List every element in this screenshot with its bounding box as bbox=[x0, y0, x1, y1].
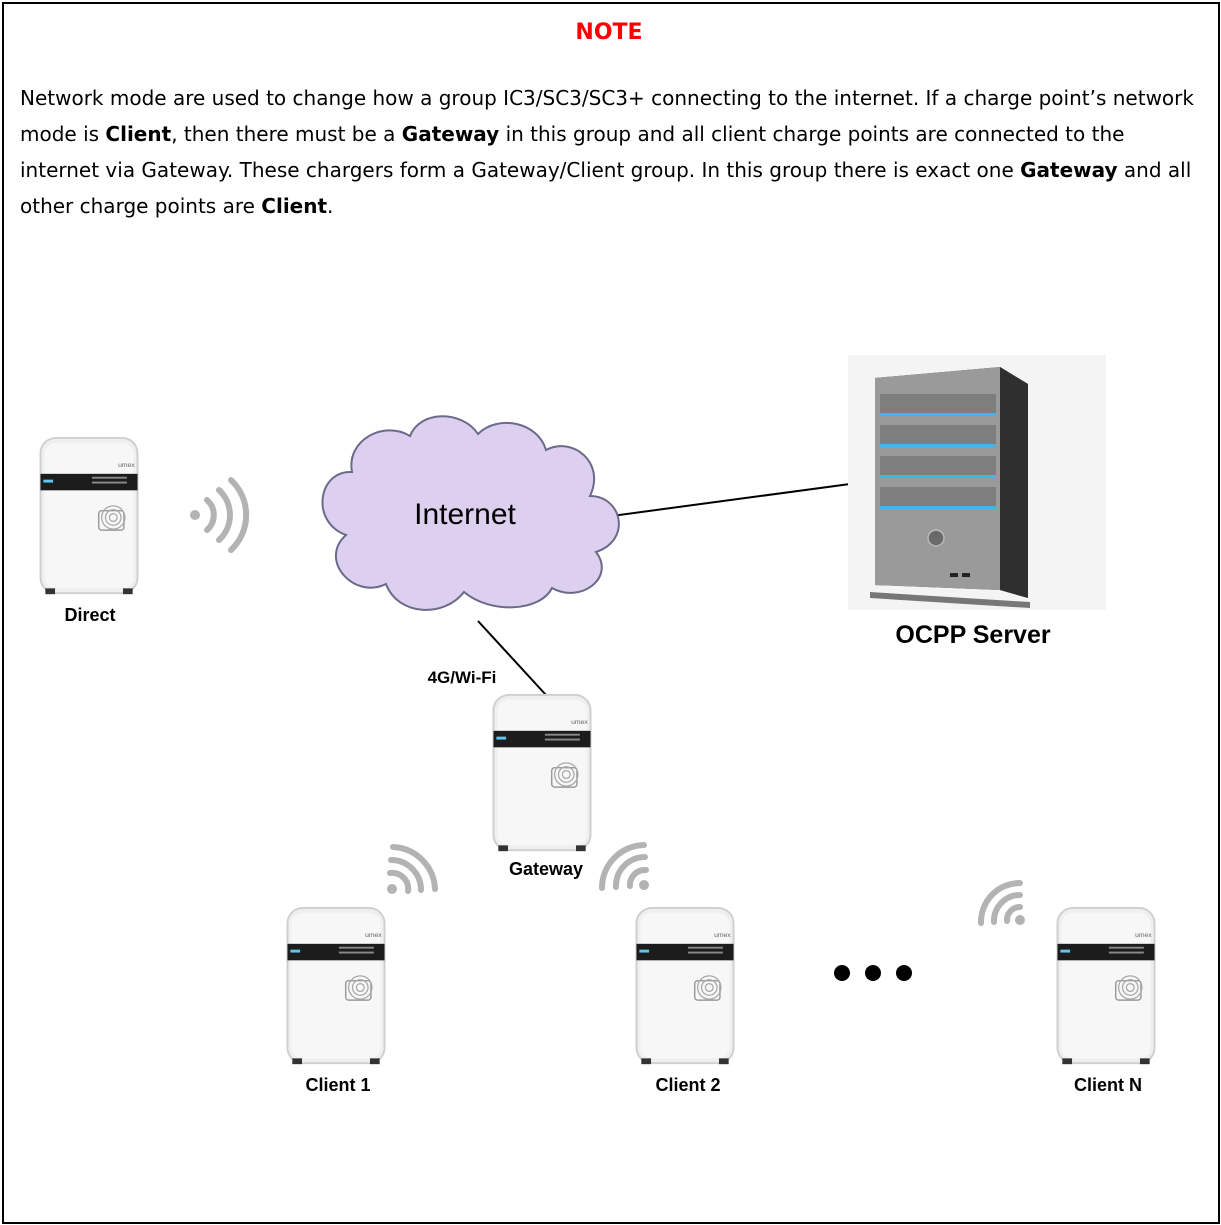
direct-label: Direct bbox=[64, 605, 115, 625]
charger-icon bbox=[635, 906, 735, 1066]
note-term-gateway: Gateway bbox=[401, 122, 500, 146]
link-internet-server bbox=[603, 483, 851, 518]
note-title: NOTE bbox=[575, 20, 643, 45]
charger-icon bbox=[286, 906, 386, 1066]
note-body: Network mode are used to change how a gr… bbox=[20, 80, 1200, 224]
wifi-signal-icon bbox=[387, 844, 438, 894]
charger-icon bbox=[492, 693, 592, 853]
note-term-client: Client bbox=[261, 194, 328, 218]
client1-label: Client 1 bbox=[305, 1075, 370, 1095]
wifi-signal-icon bbox=[977, 880, 1025, 926]
charger-icon bbox=[39, 436, 139, 596]
gateway-label: Gateway bbox=[509, 859, 583, 879]
charger-icon bbox=[1056, 906, 1156, 1066]
note-text: in this group and all client charge poin… bbox=[20, 122, 1125, 182]
server-icon bbox=[848, 355, 1106, 610]
wifi-signal-icon bbox=[190, 477, 250, 553]
wifi-signal-icon bbox=[599, 842, 649, 891]
server-label: OCPP Server bbox=[895, 621, 1050, 649]
link-internet-gateway bbox=[477, 620, 547, 696]
note-term-client: Client bbox=[105, 122, 172, 146]
note-term-gateway: Gateway bbox=[1020, 158, 1118, 182]
link-label: 4G/Wi-Fi bbox=[428, 668, 497, 687]
internet-label: Internet bbox=[414, 498, 516, 531]
note-text: , then there must be a bbox=[171, 122, 402, 146]
cloud-icon bbox=[321, 415, 620, 611]
clientN-label: Client N bbox=[1074, 1075, 1142, 1095]
note-text: . bbox=[327, 194, 334, 218]
ellipsis-icon bbox=[834, 965, 912, 981]
note-text: and all other charge points are bbox=[20, 158, 1192, 218]
client2-label: Client 2 bbox=[655, 1075, 720, 1095]
note-text: Network mode are used to change how a gr… bbox=[20, 86, 1194, 146]
